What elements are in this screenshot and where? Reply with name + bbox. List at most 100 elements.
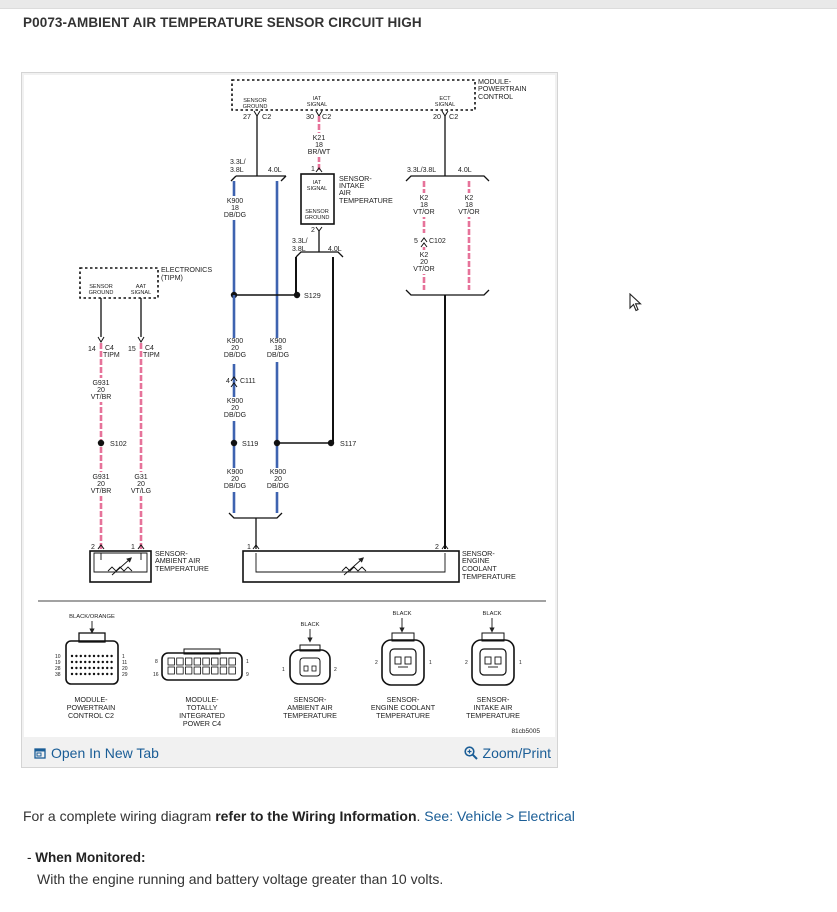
connector-color-label: BLACK — [300, 622, 319, 628]
wire-label-k900: DB/DG — [224, 212, 246, 219]
connector-view-label: SENSOR- — [387, 695, 420, 704]
connector-color-label: BLACK/ORANGE — [69, 614, 115, 620]
wire-label-k900: DB/DG — [267, 352, 289, 359]
inline-connector-name: C102 — [429, 238, 446, 245]
pcm-pin-connector: C2 — [449, 112, 458, 121]
connector-cavity — [106, 654, 109, 658]
connector-cavity — [219, 657, 228, 666]
electrical-link[interactable]: See: Vehicle > Electrical — [424, 808, 575, 824]
wire-label-k21: BR/WT — [308, 149, 331, 156]
wire-label-k900: K900 — [227, 338, 243, 345]
connector-pin-label: 2 — [334, 667, 337, 673]
connector-cavity — [75, 666, 78, 670]
wire-label-k2: VT/OR — [413, 266, 434, 273]
connector-view-iat-sensor: BLACK 2 1 SENSOR- INTAKE AIR TEMPERATURE — [465, 611, 522, 720]
aat-sensor-title: TEMPERATURE — [155, 564, 209, 573]
connector-cavity — [70, 654, 74, 658]
open-in-new-tab-label: Open In New Tab — [51, 745, 159, 761]
wire-label-k2: VT/OR — [413, 209, 434, 216]
pcm-pin-name: SENSOR — [243, 98, 267, 104]
wire-label-k2: K2 — [420, 252, 429, 259]
connector-view-label: TEMPERATURE — [283, 711, 337, 720]
tipm-pin-connector: C4 — [145, 345, 154, 352]
ect-sensor-title: SENSOR- — [462, 549, 495, 558]
connector-pin-label: 9 — [246, 672, 249, 678]
wiring-reference-text: For a complete wiring diagram refer to t… — [23, 808, 575, 824]
connector-color-label: BLACK — [482, 611, 501, 617]
tipm-module-box — [79, 267, 159, 299]
connector-cavity — [101, 654, 105, 658]
splice-label: S129 — [304, 291, 321, 300]
wire-label-k900: K900 — [227, 198, 243, 205]
ect-pin-number: 2 — [435, 544, 439, 551]
pcm-pin-number: 30 — [306, 112, 314, 121]
connector-cavity — [84, 672, 87, 676]
connector-cavity — [211, 666, 219, 675]
iat-pin-number: 2 — [311, 227, 315, 234]
connector-cavity — [92, 660, 96, 664]
inline-connector-name: C111 — [240, 378, 256, 385]
aat-pin-number: 2 — [91, 544, 95, 551]
wire-label-k900: DB/DG — [224, 352, 246, 359]
connector-cavity — [88, 660, 91, 664]
connector-cavity — [92, 666, 96, 670]
pcm-pin-name: SIGNAL — [307, 102, 328, 108]
zoom-icon — [463, 746, 478, 760]
iat-pin-name: SIGNAL — [307, 186, 328, 192]
wire-label-k900: DB/DG — [224, 483, 246, 490]
connector-cavity — [84, 654, 87, 658]
connector-view-label: AMBIENT AIR — [287, 703, 332, 712]
tipm-pin-name: SENSOR — [89, 284, 113, 290]
pcm-title-line: CONTROL — [478, 92, 513, 101]
wire-label-g31: 20 — [137, 481, 145, 488]
connector-pin-label: 1 — [429, 660, 432, 666]
ect-sensor-box — [242, 550, 460, 583]
connector-view-tipm-c4: 8 16 1 9 MODULE- TOTALLY INTEGRATED POWE… — [153, 648, 249, 728]
connector-cavity — [202, 666, 210, 675]
connector-cavity — [228, 657, 236, 666]
iat-pin-name: IAT — [313, 180, 322, 186]
wire-label-g31: VT/LG — [131, 488, 151, 495]
connector-cavity — [79, 672, 82, 676]
tipm-pin-sub: TIPM — [143, 352, 160, 359]
iat-pin-name: SENSOR — [305, 209, 329, 215]
tipm-pin-name: AAT — [136, 284, 147, 290]
connector-cavity — [88, 666, 91, 670]
connector-cavity — [211, 657, 219, 666]
when-monitored-text: With the engine running and battery volt… — [37, 871, 444, 887]
mouse-cursor-icon — [629, 293, 642, 312]
iat-pin-name: GROUND — [305, 215, 330, 221]
connector-cavity — [110, 666, 113, 670]
connector-cavity — [79, 654, 82, 658]
connector-cavity — [84, 660, 87, 664]
pcm-pin-name: ECT — [439, 96, 451, 102]
connector-pin-label: 1 — [122, 654, 125, 660]
connector-view-label: MODULE- — [74, 695, 108, 704]
engine-variant-label: 3.8L — [230, 167, 244, 174]
connector-view-label: CONTROL C2 — [68, 711, 114, 720]
desc-bold: refer to the Wiring Information — [215, 808, 417, 824]
wire-label-k900: K900 — [270, 338, 286, 345]
connector-cavity — [228, 666, 236, 675]
zoom-print-link[interactable]: Zoom/Print — [463, 745, 551, 761]
tipm-pin-connector: C4 — [105, 345, 114, 352]
wire-label-k900: K900 — [227, 398, 243, 405]
connector-cavity — [97, 654, 100, 658]
pcm-pin-name: GROUND — [243, 104, 268, 110]
connector-pin-label: 2 — [465, 660, 468, 666]
tipm-pin-sub: TIPM — [103, 352, 120, 359]
connector-pin-label: 1 — [246, 659, 249, 665]
connector-view-label: POWERTRAIN — [67, 703, 116, 712]
aat-sensor-box — [89, 550, 152, 583]
connector-cavity — [97, 672, 100, 676]
ect-sensor-title: COOLANT — [462, 564, 497, 573]
connector-cavity — [75, 654, 78, 658]
wire-label-k2: 18 — [420, 202, 428, 209]
open-in-new-tab-link[interactable]: Open In New Tab — [34, 745, 159, 761]
tipm-pin-name: GROUND — [89, 290, 114, 296]
wire-label-k900: K900 — [227, 469, 243, 476]
splice-label: S102 — [110, 439, 127, 448]
connector-view-label: TEMPERATURE — [466, 711, 520, 720]
connector-view-label: POWER C4 — [183, 719, 221, 728]
wire-label-k2: VT/OR — [458, 209, 479, 216]
